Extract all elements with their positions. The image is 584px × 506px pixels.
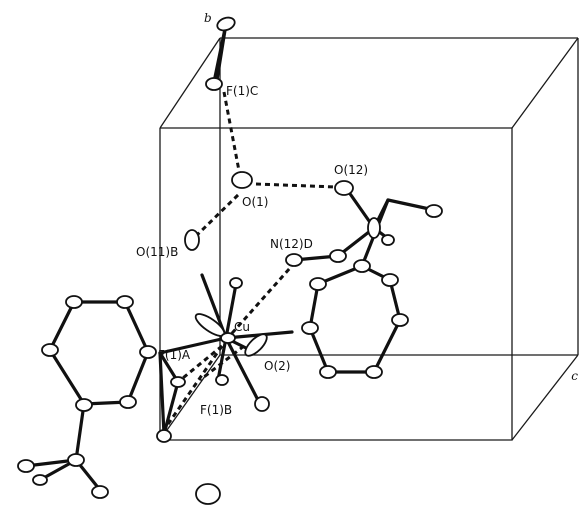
- label-n12d: N(12)D: [270, 237, 313, 251]
- label-o11b: O(11)B: [136, 245, 178, 259]
- atom-labels: F(1)C O(1) O(12) O(11)B N(12)D Cu F(1)A …: [136, 84, 368, 417]
- label-f1b: F(1)B: [200, 403, 232, 417]
- axis-label-b: b: [204, 11, 212, 25]
- label-o1: O(1): [242, 195, 268, 209]
- axis-label-c: c: [571, 369, 578, 383]
- label-cu: Cu: [234, 320, 250, 334]
- atoms: [17, 16, 443, 505]
- label-f1a: F(1)A: [158, 348, 191, 362]
- unit-cell: [159, 37, 579, 441]
- label-o2: O(2): [264, 359, 290, 373]
- hydrogen-bonds: [162, 91, 337, 431]
- label-f1c: F(1)C: [226, 84, 258, 98]
- label-o12: O(12): [334, 163, 368, 177]
